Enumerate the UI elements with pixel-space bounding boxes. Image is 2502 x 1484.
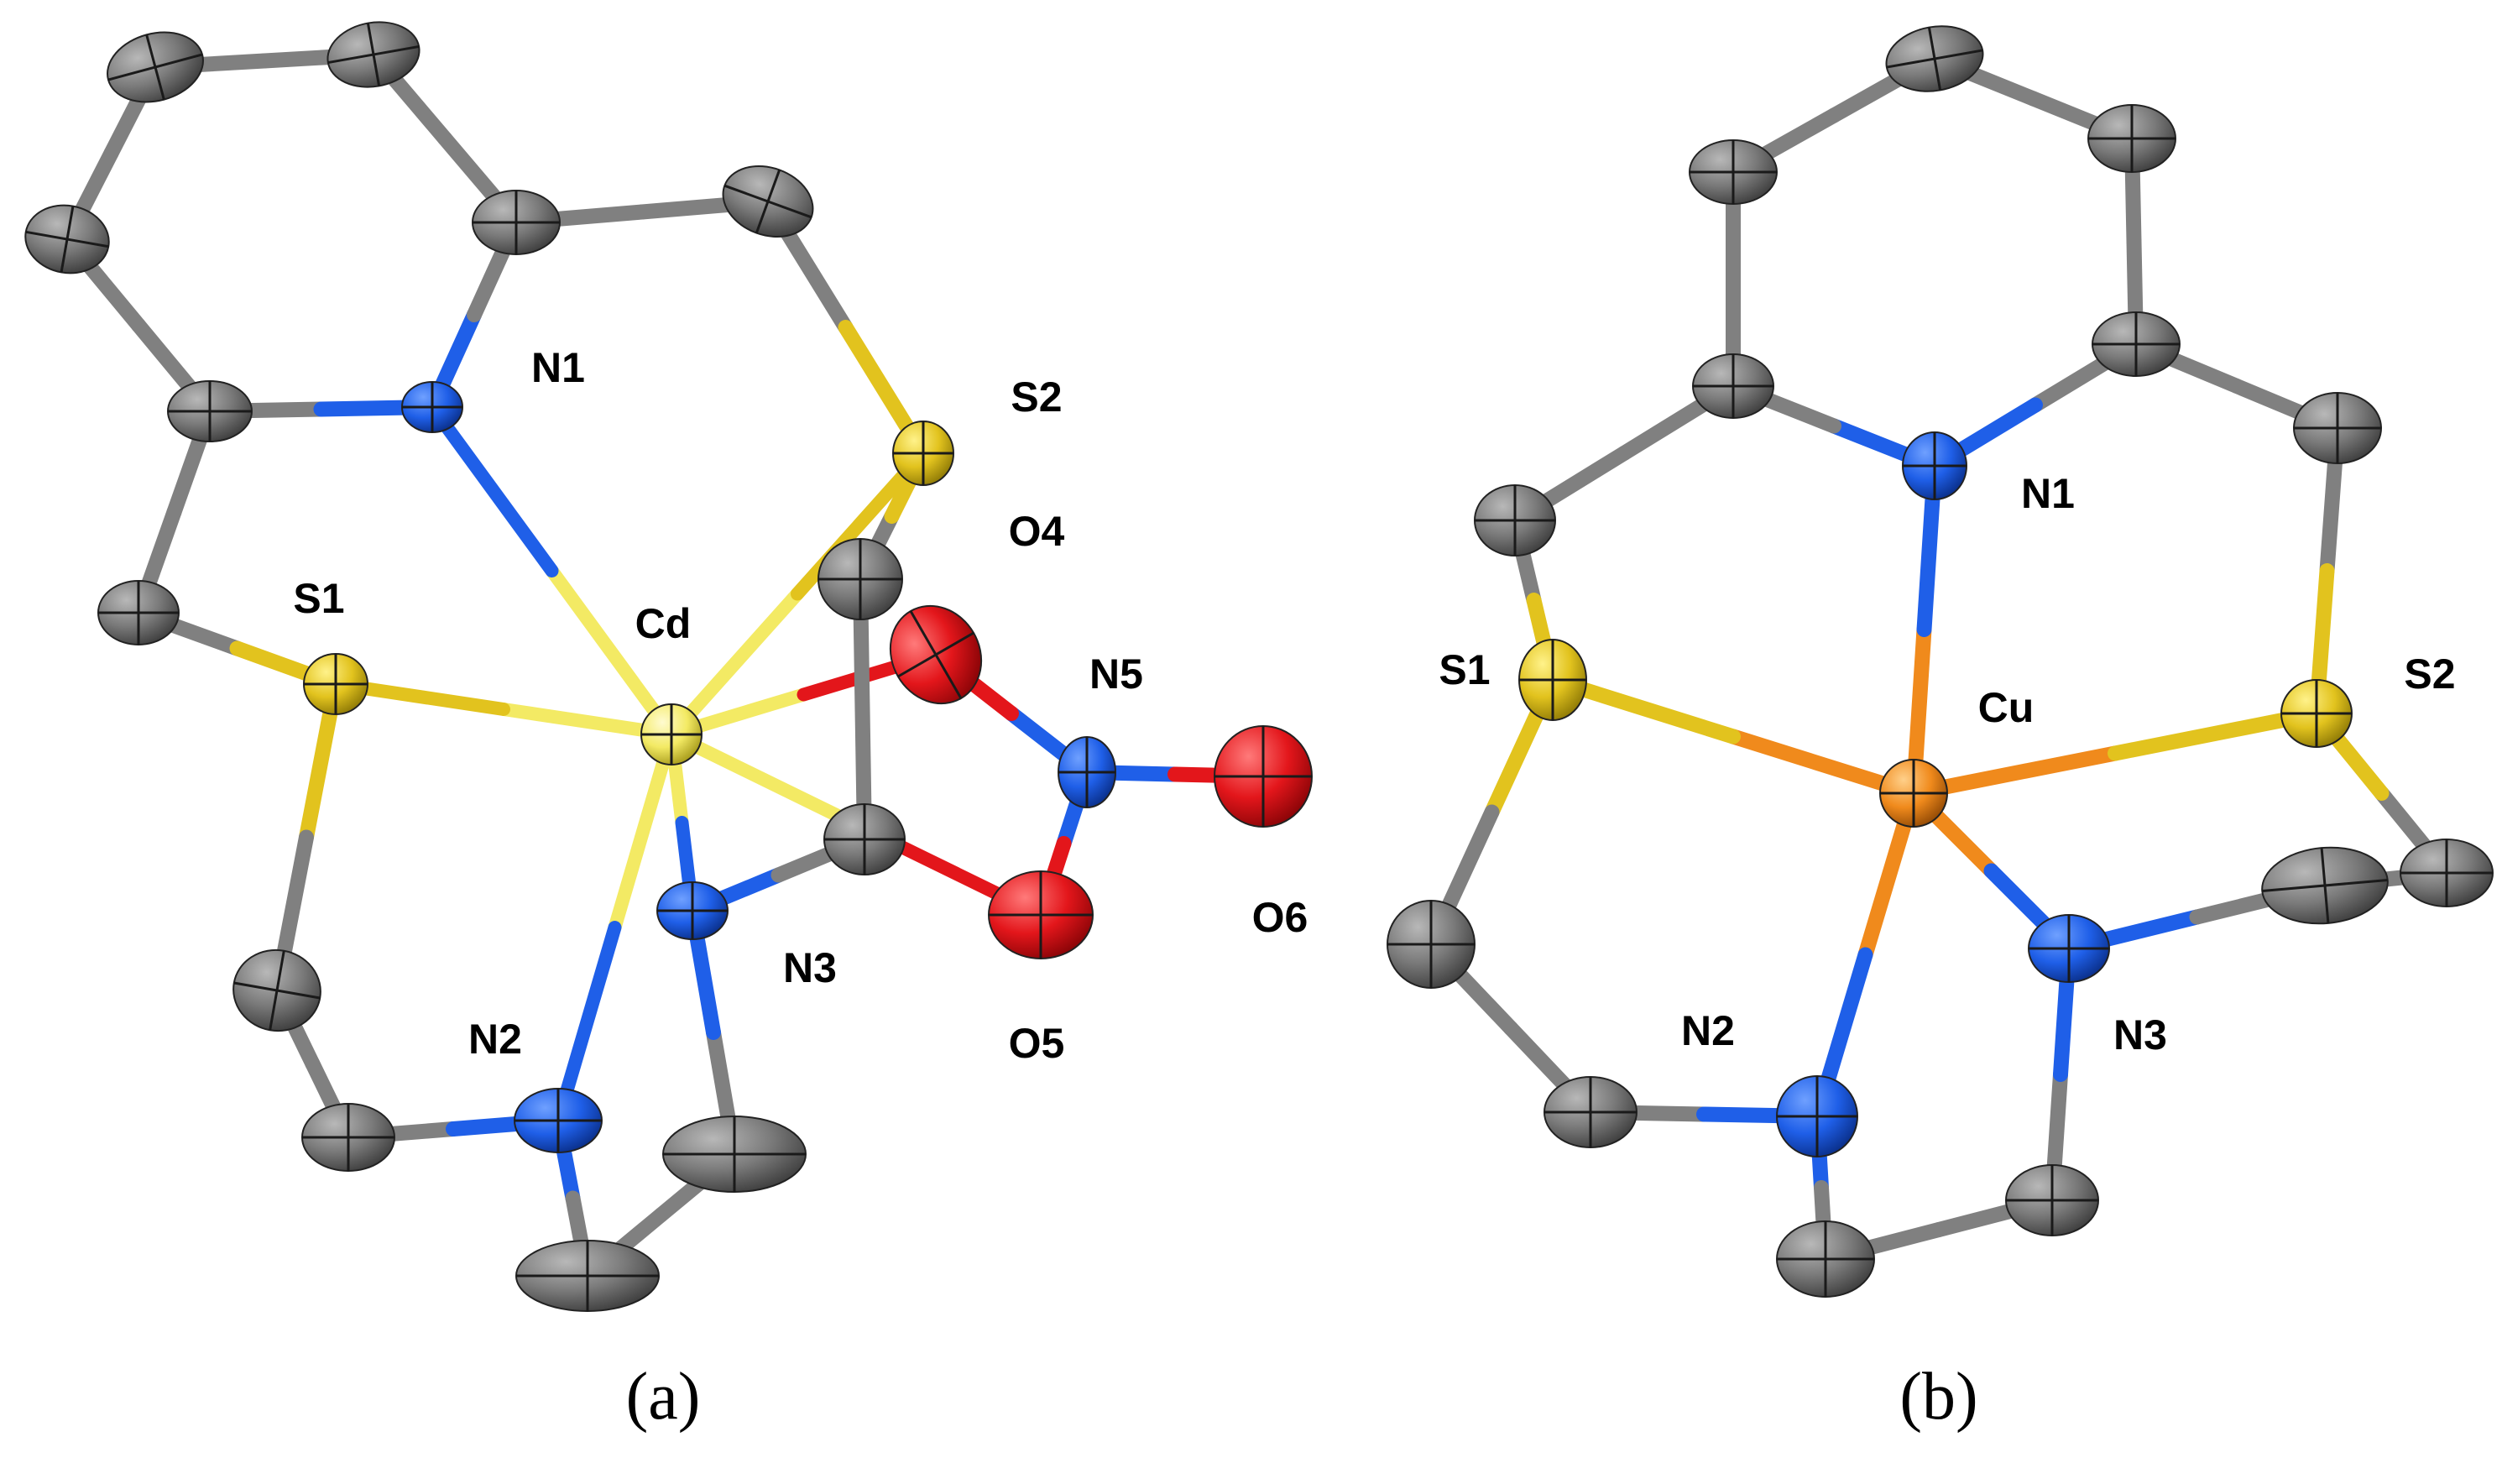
atom-a-o6 <box>1214 725 1313 828</box>
atom-b-n3 <box>2028 914 2110 983</box>
bond-Cd-N2 <box>551 921 622 1127</box>
atom-a-s2 <box>892 421 954 486</box>
atom-label-b-n1: N1 <box>2021 470 2075 517</box>
bond-Cd-N2 <box>608 728 678 934</box>
atom-a-c4 <box>24 204 110 274</box>
atom-b-n2 <box>1776 1075 1858 1157</box>
bond-Cd-N1 <box>426 400 559 577</box>
atom-label-b-s2: S2 <box>2404 651 2455 698</box>
atom-a-n5 <box>1058 736 1116 808</box>
atom-b-n1 <box>1902 431 1967 500</box>
panel-a-atoms <box>24 21 1313 1312</box>
atom-label-a-cd: Cd <box>635 600 692 647</box>
atom-a-n3 <box>656 881 729 940</box>
atom-a-c9 <box>301 1103 395 1172</box>
atom-b-c6 <box>1474 484 1556 556</box>
atom-label-a-n3: N3 <box>783 944 837 991</box>
atom-label-a-o4: O4 <box>1009 508 1065 555</box>
atom-b-c7 <box>2293 392 2382 464</box>
atom-label-a-n1: N1 <box>531 344 585 391</box>
atom-a-n2 <box>514 1088 603 1153</box>
atom-b-c3 <box>1885 25 1984 92</box>
atom-b-c5 <box>2092 311 2181 377</box>
atom-b-c13 <box>2400 839 2494 907</box>
atom-a-s1 <box>303 653 368 715</box>
atom-label-a-o5: O5 <box>1009 1020 1065 1067</box>
atom-b-c12 <box>2261 846 2389 925</box>
bond-Cd-O5 <box>665 728 863 832</box>
atom-a-o4 <box>889 604 983 705</box>
atom-a-n1 <box>401 381 463 433</box>
atom-a-c12 <box>823 803 906 875</box>
atom-a-c2 <box>326 21 420 88</box>
atom-b-s1 <box>1518 639 1587 721</box>
atom-label-b-n3: N3 <box>2113 1011 2167 1058</box>
bond-Cd-N1 <box>545 564 678 741</box>
panel-a-bonds <box>60 47 1271 1283</box>
atom-label-a-o6: O6 <box>1252 894 1308 941</box>
atom-a-o5 <box>988 870 1094 959</box>
panel-a-caption: (a) <box>626 1360 701 1434</box>
atom-a-c11 <box>662 1116 807 1193</box>
atom-label-b-n2: N2 <box>1681 1007 1735 1054</box>
atom-b-c9 <box>1544 1076 1638 1148</box>
atom-b-cu <box>1879 759 1948 828</box>
atom-a-c13 <box>817 538 903 620</box>
atom-label-b-cu: Cu <box>1978 684 2035 731</box>
atom-a-c1 <box>472 190 561 255</box>
atom-a-c10 <box>515 1240 660 1312</box>
atom-label-a-n5: N5 <box>1089 651 1143 698</box>
atom-label-a-s1: S1 <box>293 575 344 622</box>
atom-label-a-n2: N2 <box>468 1016 522 1063</box>
atom-label-b-s1: S1 <box>1439 646 1490 693</box>
panel-b-atoms <box>1387 25 2494 1298</box>
atom-b-c2 <box>1689 139 1778 205</box>
panel-b-caption: (b) <box>1899 1360 1977 1434</box>
atom-b-c10 <box>1776 1220 1875 1298</box>
atom-label-a-s2: S2 <box>1011 374 1062 421</box>
atom-a-c8 <box>232 948 321 1032</box>
bond-Cd-S2 <box>665 587 804 741</box>
atom-a-c3 <box>107 31 204 103</box>
atom-a-cd <box>640 703 703 766</box>
atom-b-c11 <box>2005 1164 2099 1236</box>
atom-a-c7 <box>97 580 180 645</box>
atom-a-c6 <box>722 165 814 238</box>
atom-b-c8 <box>1387 900 1476 989</box>
atom-b-c1 <box>1692 353 1774 419</box>
atom-a-c5 <box>167 380 253 442</box>
atom-b-c4 <box>2087 104 2176 173</box>
atom-b-s2 <box>2280 679 2353 748</box>
